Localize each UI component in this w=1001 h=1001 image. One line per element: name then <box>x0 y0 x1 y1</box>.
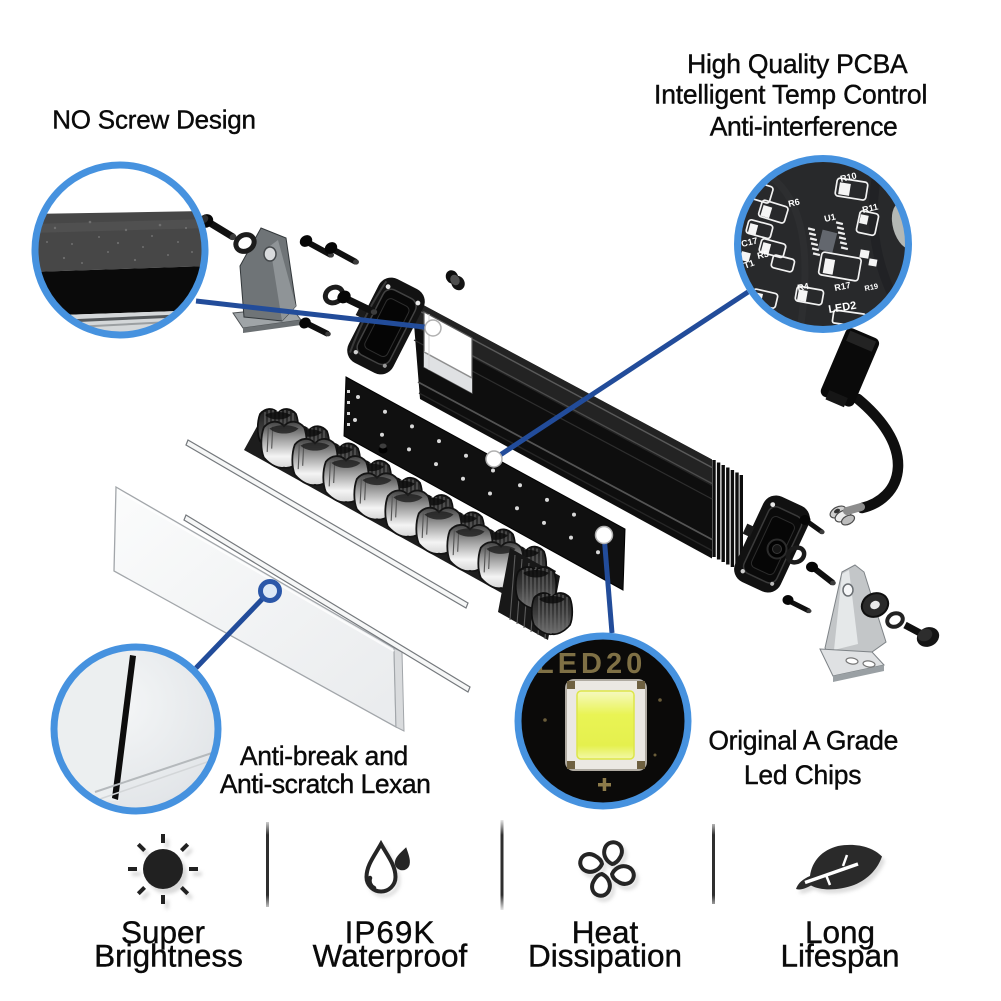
svg-text:Heat: Heat <box>572 914 639 950</box>
svg-text:R6: R6 <box>787 197 800 209</box>
svg-text:Anti-interference: Anti-interference <box>710 111 898 141</box>
svg-text:IP69K: IP69K <box>345 914 436 950</box>
svg-text:Waterproof: Waterproof <box>313 938 468 974</box>
svg-text:R11: R11 <box>861 202 879 215</box>
svg-text:R4: R4 <box>796 281 809 293</box>
svg-text:Super: Super <box>121 914 205 950</box>
svg-text:Brightness: Brightness <box>94 938 243 974</box>
svg-text:Anti-scratch Lexan: Anti-scratch Lexan <box>220 769 430 799</box>
svg-text:Intelligent Temp Control: Intelligent Temp Control <box>654 80 927 110</box>
svg-text:LED2: LED2 <box>828 300 858 316</box>
svg-text:Lifespan: Lifespan <box>780 938 899 974</box>
svg-text:High Quality PCBA: High Quality PCBA <box>687 49 908 79</box>
svg-text:U1: U1 <box>823 212 836 224</box>
svg-text:Original A Grade: Original A Grade <box>708 726 898 756</box>
svg-text:Anti-break and: Anti-break and <box>240 741 408 771</box>
svg-text:R5: R5 <box>756 249 769 261</box>
svg-text:R10: R10 <box>839 170 857 183</box>
svg-text:NO Screw Design: NO Screw Design <box>52 105 256 135</box>
svg-text:Dissipation: Dissipation <box>528 938 682 974</box>
svg-text:C17: C17 <box>740 235 758 248</box>
svg-text:R19: R19 <box>864 282 879 293</box>
svg-text:R17: R17 <box>833 280 851 293</box>
svg-text:Led Chips: Led Chips <box>744 760 862 790</box>
svg-text:Long: Long <box>805 914 875 950</box>
